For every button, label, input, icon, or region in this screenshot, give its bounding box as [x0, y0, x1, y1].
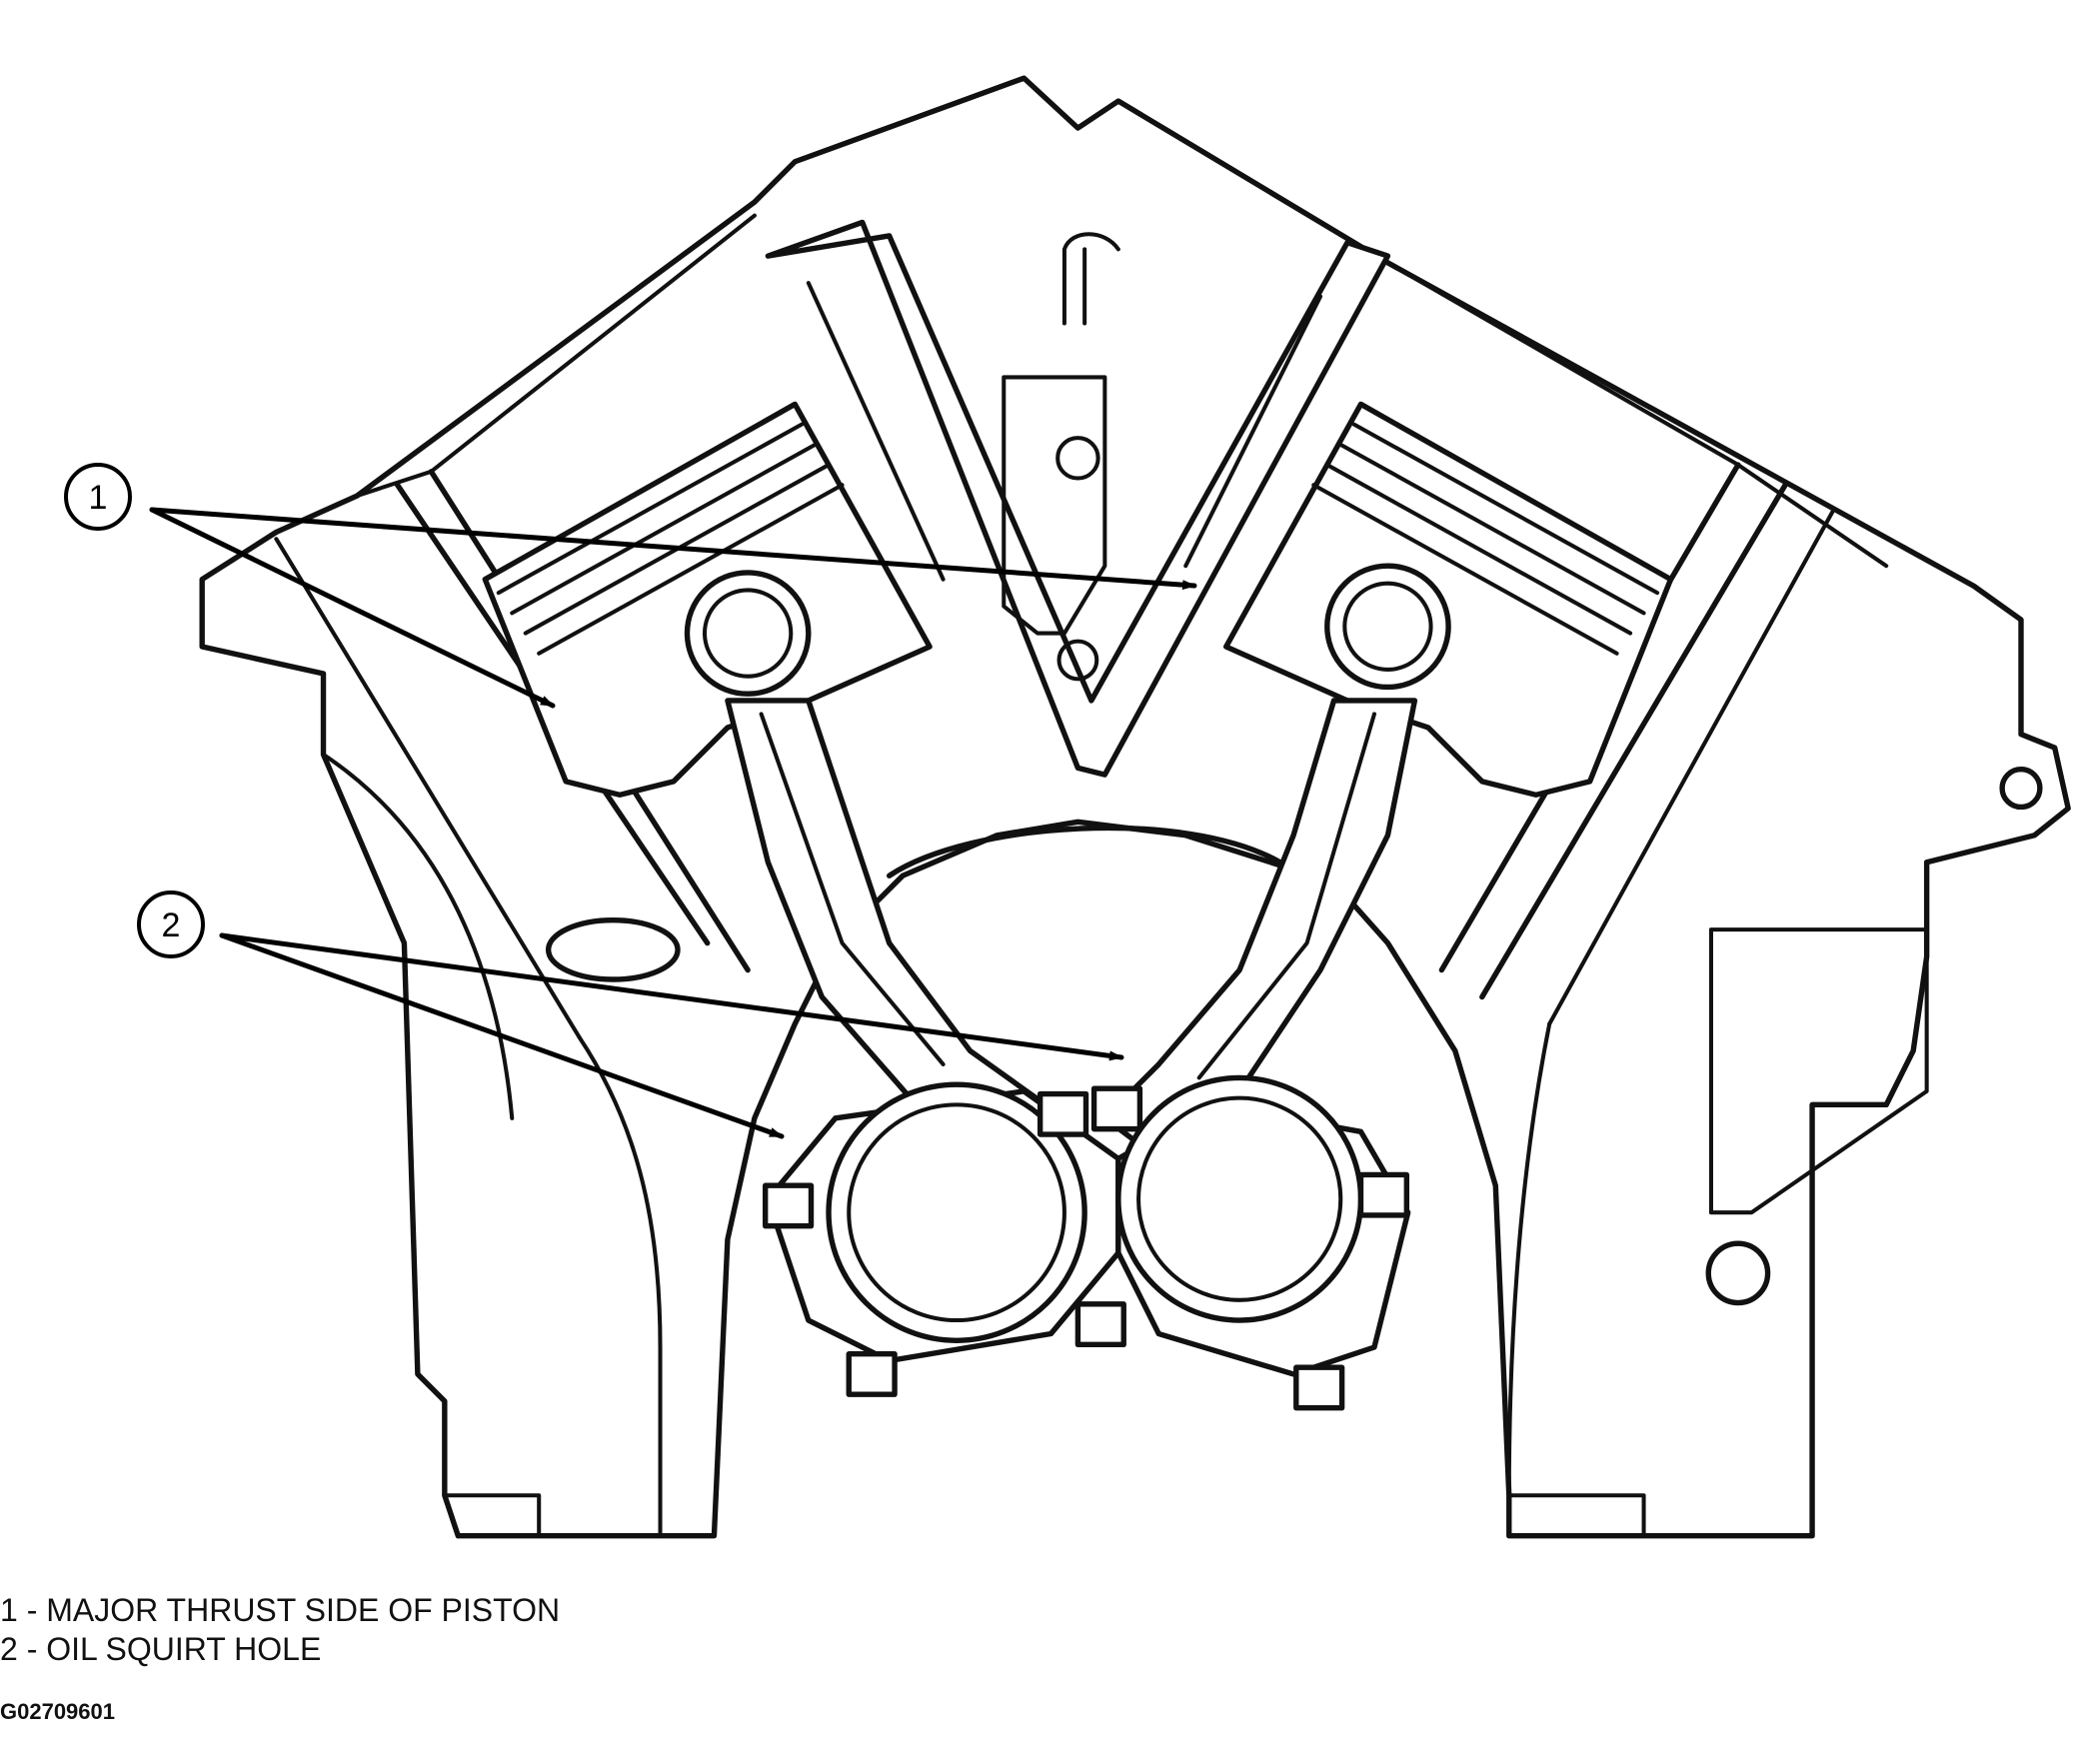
right-piston-pin-inner [1342, 581, 1433, 672]
left-oil-passage [545, 916, 681, 982]
engine-drawing [199, 75, 2071, 1539]
right-ear-hole [1999, 767, 2043, 811]
right-skirt-curve [1506, 1021, 1552, 1498]
right-boss-outline [1708, 927, 1929, 1215]
center-v-valley [765, 219, 1391, 778]
callout-1-number: 1 [89, 479, 108, 517]
legend-item-1: 1 - MAJOR THRUST SIDE OF PISTON [0, 1592, 560, 1628]
v-inner-line-right [1183, 294, 1323, 569]
left-crankpin-outer [826, 1081, 1087, 1343]
right-piston-ring-3 [1324, 463, 1633, 636]
legend: 1 - MAJOR THRUST SIDE OF PISTON 2 - OIL … [0, 1592, 560, 1724]
right-crankpin-inner [1136, 1095, 1343, 1302]
callout-2-number: 2 [162, 906, 181, 944]
left-piston-pin-inner [702, 588, 794, 679]
callout-2-leaders [219, 932, 1124, 1139]
callout-1-leaders [149, 507, 1197, 709]
left-cap-bolt-3 [1037, 1090, 1089, 1137]
top-oil-pipe [1061, 232, 1120, 326]
legend-item-2: 2 - OIL SQUIRT HOLE [0, 1631, 321, 1667]
valley-hole-upper [1055, 436, 1100, 481]
right-piston-ring-2 [1338, 442, 1646, 616]
left-cap-bolt-4 [1074, 1301, 1126, 1348]
callout-1-badge: 1 [64, 463, 132, 531]
right-crankpin-outer [1115, 1074, 1364, 1323]
left-connecting-rod [725, 698, 1067, 1161]
right-piston [1222, 401, 1674, 799]
left-skirt-curve-2 [577, 1034, 663, 1538]
right-cylinder-wall-inner [1479, 482, 1788, 1000]
left-piston-ring-1 [496, 422, 805, 596]
block-outline [199, 75, 2071, 1539]
callout-1-circle [64, 463, 132, 531]
v-inner-line-left [806, 281, 946, 582]
right-cap-bolt-3 [1293, 1364, 1345, 1411]
right-cap-bolt-1 [1090, 1085, 1143, 1132]
right-piston-ring-4 [1311, 483, 1619, 656]
left-piston-ring-2 [510, 442, 818, 616]
crankcase-arch [886, 825, 1283, 879]
left-piston-ring-4 [537, 483, 845, 656]
right-piston-ring-1 [1351, 422, 1660, 596]
left-crankpin-inner [847, 1102, 1066, 1323]
callout-2-circle [137, 890, 205, 958]
left-cap-bolt-1 [762, 1182, 815, 1229]
valley-sensor [1002, 375, 1107, 636]
left-cap-bolt-2 [846, 1351, 898, 1397]
right-rod-web [1196, 712, 1376, 1080]
right-cylinder-wall-line [1547, 510, 1835, 1026]
left-rod-web [759, 712, 946, 1066]
figure-code: G02709601 [0, 1699, 115, 1724]
valley-hole-lower [1056, 639, 1099, 682]
right-boss-hole [1705, 1240, 1771, 1306]
left-cylinder-wall-line [274, 537, 582, 1039]
right-foot [1506, 1493, 1646, 1538]
left-skirt-curve [321, 752, 515, 1120]
right-cap-bolt-2 [1357, 1171, 1410, 1218]
callout-2-badge: 2 [137, 890, 205, 958]
left-foot [442, 1493, 542, 1538]
